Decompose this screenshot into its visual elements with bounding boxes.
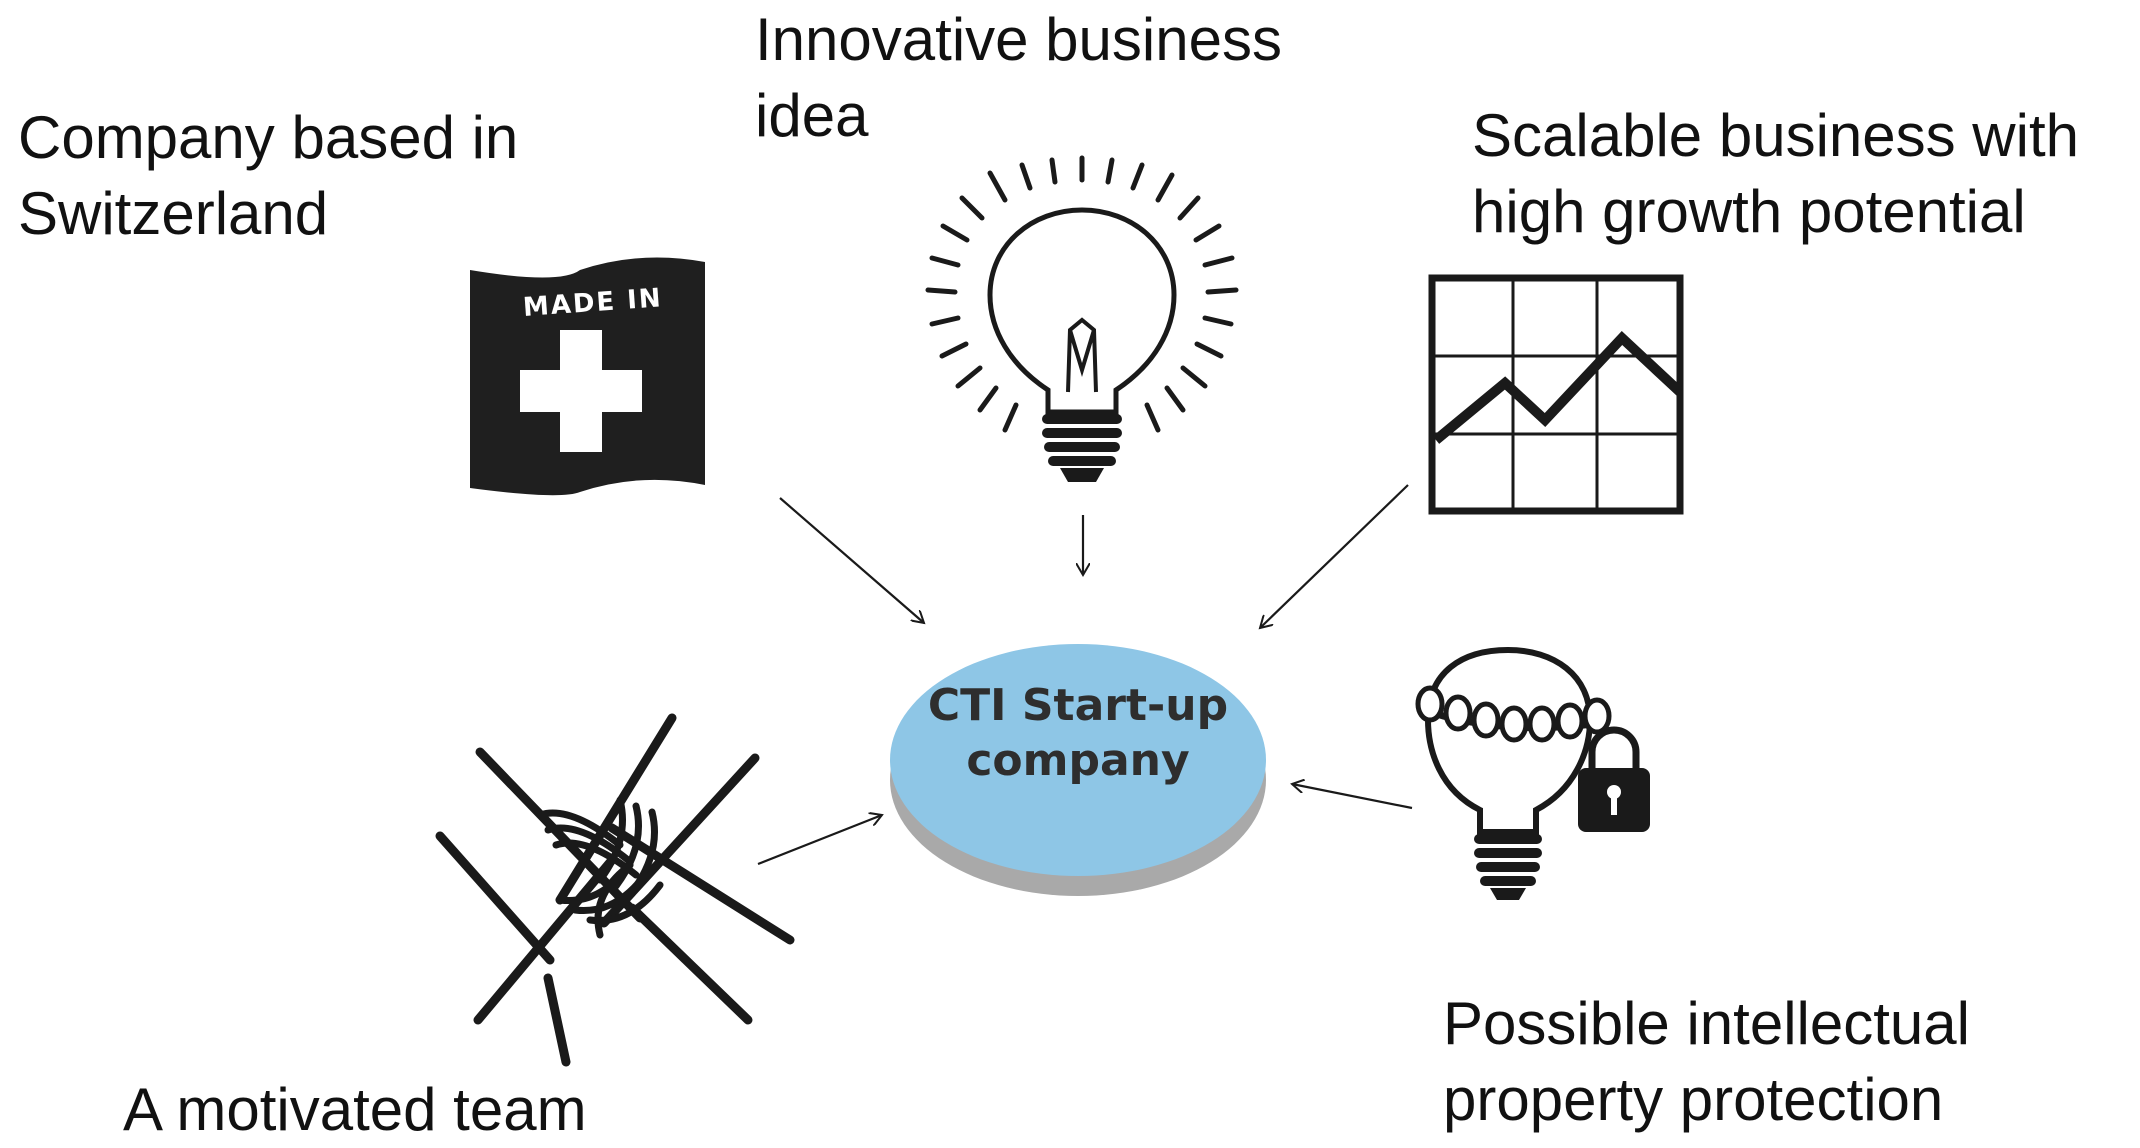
growth-chart-icon xyxy=(1428,274,1684,515)
label-switzerland-line1: Company based in xyxy=(18,104,519,171)
team-hands-icon xyxy=(435,713,795,1067)
label-ip-protection: Possible intellectual property protectio… xyxy=(1443,986,1970,1138)
label-switzerland: Company based in Switzerland xyxy=(18,100,518,252)
label-innovative-line1: Innovative business xyxy=(755,6,1282,73)
swiss-flag-icon: MADE IN xyxy=(470,257,705,496)
label-scalable-line1: Scalable business with xyxy=(1472,102,2080,169)
label-innovative-line2: idea xyxy=(755,82,869,149)
locked-bulb-icon xyxy=(1415,646,1650,900)
label-team-line1: A motivated team xyxy=(123,1076,587,1143)
label-switzerland-line2: Switzerland xyxy=(18,180,329,247)
label-scalable-line2: high growth potential xyxy=(1472,178,2026,245)
label-innovative-idea: Innovative business idea xyxy=(755,2,1282,154)
arrow-from-switzerland xyxy=(779,497,924,623)
label-ip-line2: property protection xyxy=(1443,1066,1944,1133)
center-title-line1: CTI Start-up xyxy=(928,680,1228,731)
light-bulb-icon xyxy=(925,155,1239,482)
center-node: CTI Start-up company xyxy=(890,644,1266,896)
arrow-from-team xyxy=(757,815,882,866)
center-title-line2: company xyxy=(966,735,1189,786)
arrows xyxy=(757,484,1413,866)
label-ip-line1: Possible intellectual xyxy=(1443,990,1970,1057)
arrow-from-scalable xyxy=(1260,484,1409,628)
label-motivated-team: A motivated team xyxy=(123,1072,587,1148)
label-scalable-business: Scalable business with high growth poten… xyxy=(1472,98,2079,250)
arrow-from-ip xyxy=(1292,784,1413,810)
